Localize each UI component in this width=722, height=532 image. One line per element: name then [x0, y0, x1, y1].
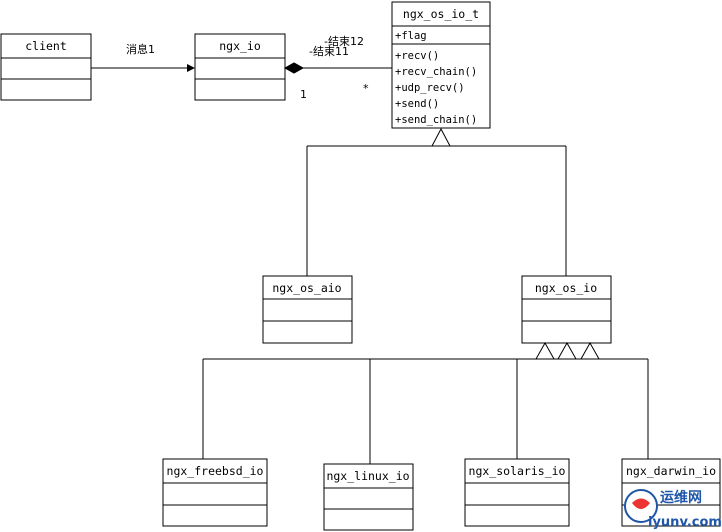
class-name: ngx_darwin_io — [626, 464, 716, 478]
class-name: ngx_os_io_t — [403, 7, 479, 21]
class-name: ngx_io — [219, 39, 261, 53]
attribute-flag: +flag — [395, 30, 427, 42]
class-ngx-freebsd-io: ngx_freebsd_io — [162, 458, 268, 527]
class-name: client — [25, 39, 67, 53]
multiplicity-source: 1 — [300, 88, 307, 101]
composition-diamond-icon — [283, 62, 305, 74]
inheritance-triangle-icon — [535, 341, 555, 360]
class-name: ngx_os_aio — [272, 281, 341, 295]
association-end-label: -结束11 — [309, 45, 349, 58]
method-udp-recv: +udp_recv() — [395, 82, 465, 94]
watermark-url: iyunv.com — [648, 515, 722, 530]
watermark-flame-icon — [632, 498, 650, 509]
class-ngx-os-io-t: ngx_os_io_t +flag +recv() +recv_chain() … — [391, 1, 491, 129]
generalization-to-ngx-os-io-t — [306, 127, 567, 276]
association-end-label: -结束12 — [324, 35, 364, 48]
inheritance-triangle-icon — [431, 127, 451, 147]
class-name: ngx_solaris_io — [469, 464, 566, 478]
composition-connector: -结束12 -结束11 1 * — [283, 35, 392, 101]
generalization-to-ngx-os-io — [202, 341, 649, 464]
class-ngx-linux-io: ngx_linux_io — [323, 463, 414, 531]
class-ngx-os-aio: ngx_os_aio — [262, 275, 353, 344]
inheritance-triangle-icon — [557, 341, 577, 360]
class-client: client — [0, 33, 92, 101]
method-recv-chain: +recv_chain() — [395, 66, 477, 78]
watermark-cn: 运维网 — [660, 489, 702, 506]
inheritance-triangle-icon — [580, 341, 600, 360]
message-connector: 消息1 — [91, 42, 195, 72]
method-recv: +recv() — [395, 50, 439, 62]
method-send-chain: +send_chain() — [395, 114, 477, 126]
method-send: +send() — [395, 98, 439, 110]
class-ngx-solaris-io: ngx_solaris_io — [464, 458, 570, 527]
multiplicity-target: * — [363, 82, 369, 95]
message-label: 消息1 — [126, 42, 155, 56]
watermark: 运维网 iyunv.com — [624, 489, 722, 530]
arrowhead-icon — [187, 64, 195, 72]
class-name: ngx_os_io — [535, 281, 597, 295]
class-ngx-os-io: ngx_os_io — [521, 275, 612, 344]
class-ngx-io: ngx_io — [194, 33, 286, 101]
class-name: ngx_linux_io — [326, 469, 409, 483]
class-name: ngx_freebsd_io — [167, 464, 264, 478]
